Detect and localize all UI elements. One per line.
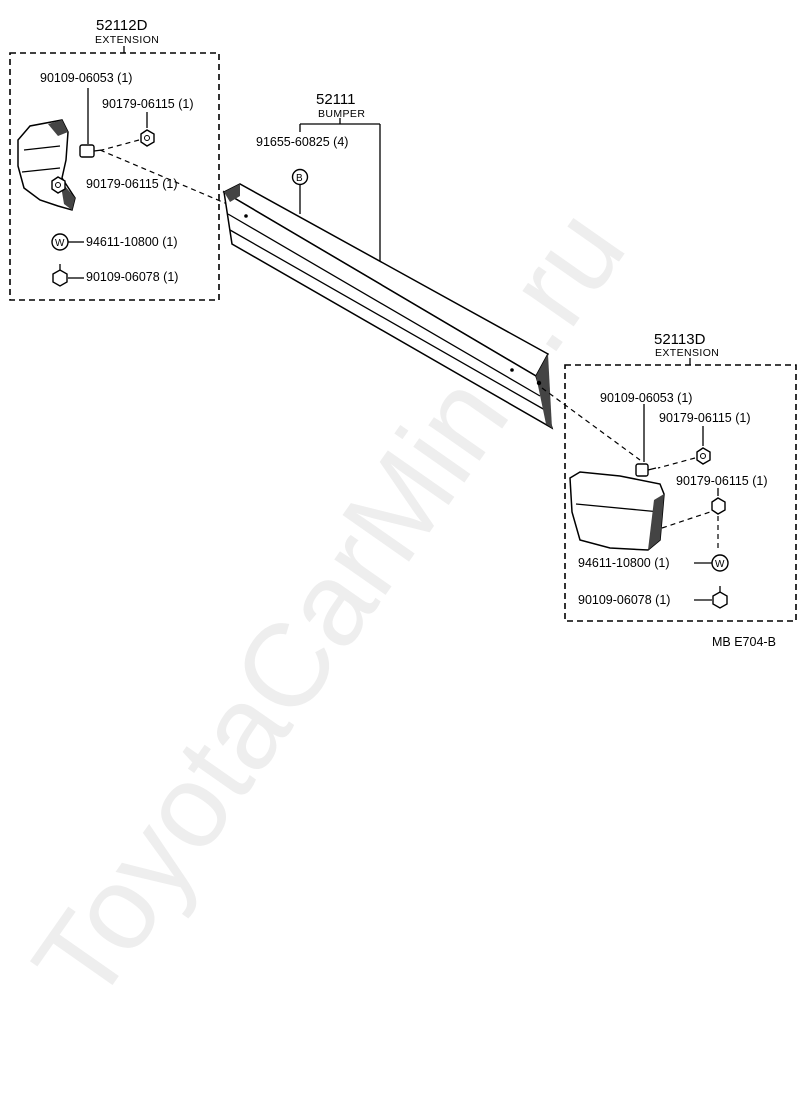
bumper-bolt-icon[interactable]: B xyxy=(291,168,309,186)
right-extension-box xyxy=(564,364,797,622)
bumper-bracket xyxy=(299,118,381,262)
left-bolt-bottom-label[interactable]: 90109-06078 (1) xyxy=(86,270,178,284)
left-bolt-bottom-icon[interactable] xyxy=(52,264,68,287)
right-washer-icon[interactable]: W xyxy=(711,554,729,572)
bumper-code[interactable]: 52111 xyxy=(316,91,356,108)
bumper-bar[interactable] xyxy=(222,183,554,430)
bumper-group: 52111 BUMPER 91655-60825 (4) B xyxy=(222,91,554,430)
right-bolt-top-label[interactable]: 90109-06053 (1) xyxy=(600,391,692,405)
left-extension-caption: EXTENSION xyxy=(95,34,159,46)
bumper-to-right-extension-dash xyxy=(541,387,641,461)
left-extension-box xyxy=(9,52,220,301)
left-nut-mid-icon[interactable] xyxy=(51,176,66,194)
bumper-caption: BUMPER xyxy=(318,108,365,120)
right-nut-mid-icon[interactable] xyxy=(711,497,726,515)
right-extension-part[interactable] xyxy=(569,471,665,551)
right-extension-group: 52113D EXTENSION 90109-06053 (1) 90179-0… xyxy=(564,331,797,622)
reference-code: MB E704-B xyxy=(712,635,776,649)
left-nut-top-label[interactable]: 90179-06115 (1) xyxy=(102,97,194,111)
right-extension-caption: EXTENSION xyxy=(655,347,719,359)
right-nut-top-icon[interactable] xyxy=(696,447,711,465)
left-extension-code[interactable]: 52112D xyxy=(96,17,148,34)
left-washer-label[interactable]: 94611-10800 (1) xyxy=(86,235,178,249)
left-bolt-top-icon[interactable] xyxy=(79,144,103,158)
left-washer-icon[interactable]: W xyxy=(51,233,69,251)
left-extension-to-bumper-dash xyxy=(99,149,233,207)
right-bolt-top-icon[interactable] xyxy=(635,463,657,477)
right-washer-label[interactable]: 94611-10800 (1) xyxy=(578,556,670,570)
right-washer-symbol: W xyxy=(715,559,725,570)
left-extension-part[interactable] xyxy=(17,119,76,211)
left-washer-symbol: W xyxy=(55,238,65,249)
watermark-text: ToyotaCarMine.ru xyxy=(8,186,650,1025)
left-nut-mid-label[interactable]: 90179-06115 (1) xyxy=(86,177,178,191)
left-nut-top-icon[interactable] xyxy=(140,129,155,147)
right-nut-to-bolt-dash xyxy=(657,457,696,469)
right-nut-top-label[interactable]: 90179-06115 (1) xyxy=(659,411,751,425)
right-nut-mid-dash xyxy=(661,511,711,529)
left-extension-group: 52112D EXTENSION 90109-06053 (1) 90179-0… xyxy=(9,17,220,301)
right-bolt-bottom-icon[interactable] xyxy=(712,586,728,609)
left-bolt-top-label[interactable]: 90109-06053 (1) xyxy=(40,71,132,85)
right-nut-mid-label[interactable]: 90179-06115 (1) xyxy=(676,474,768,488)
left-nut-to-bolt-dash xyxy=(101,139,140,151)
right-extension-code[interactable]: 52113D xyxy=(654,331,706,348)
bumper-bolt-label[interactable]: 91655-60825 (4) xyxy=(256,135,348,149)
right-bolt-bottom-label[interactable]: 90109-06078 (1) xyxy=(578,593,670,607)
bumper-bolt-symbol: B xyxy=(296,173,303,184)
